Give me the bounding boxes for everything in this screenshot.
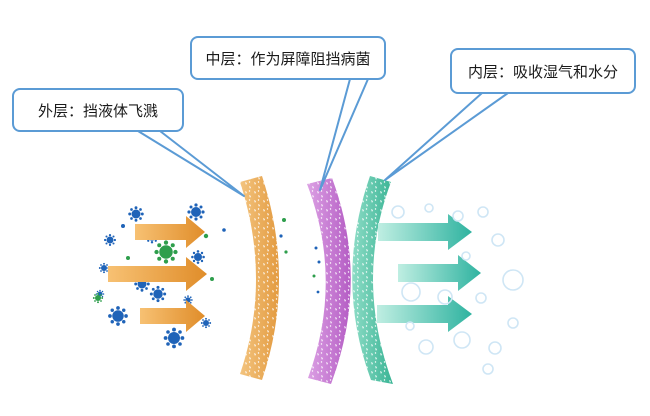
incoming-arrow-2 <box>108 257 207 291</box>
germ-cluster <box>92 203 226 349</box>
incoming-arrows <box>108 216 207 332</box>
outer-layer <box>240 176 279 380</box>
outer-layer-label: 外层：挡液体飞溅 <box>37 102 158 120</box>
outgoing-arrow-1 <box>378 214 472 250</box>
middle-layer-label: 中层：作为屏障阻挡病菌 <box>205 50 371 68</box>
filtered-particles <box>279 218 321 294</box>
incoming-arrow-3 <box>140 300 205 332</box>
incoming-arrow-1 <box>135 216 205 248</box>
outgoing-arrows <box>377 214 481 332</box>
outer-layer-callout: 外层：挡液体飞溅 <box>12 88 184 132</box>
middle-layer <box>307 178 351 384</box>
inner-layer-callout: 内层：吸收湿气和水分 <box>450 48 636 94</box>
middle-layer-callout: 中层：作为屏障阻挡病菌 <box>190 36 386 80</box>
outgoing-arrow-2 <box>398 255 481 291</box>
inner-layer-label: 内层：吸收湿气和水分 <box>467 63 618 81</box>
inner-layer <box>352 176 393 384</box>
moisture-bubbles <box>391 203 524 375</box>
outgoing-arrow-3 <box>377 296 472 332</box>
